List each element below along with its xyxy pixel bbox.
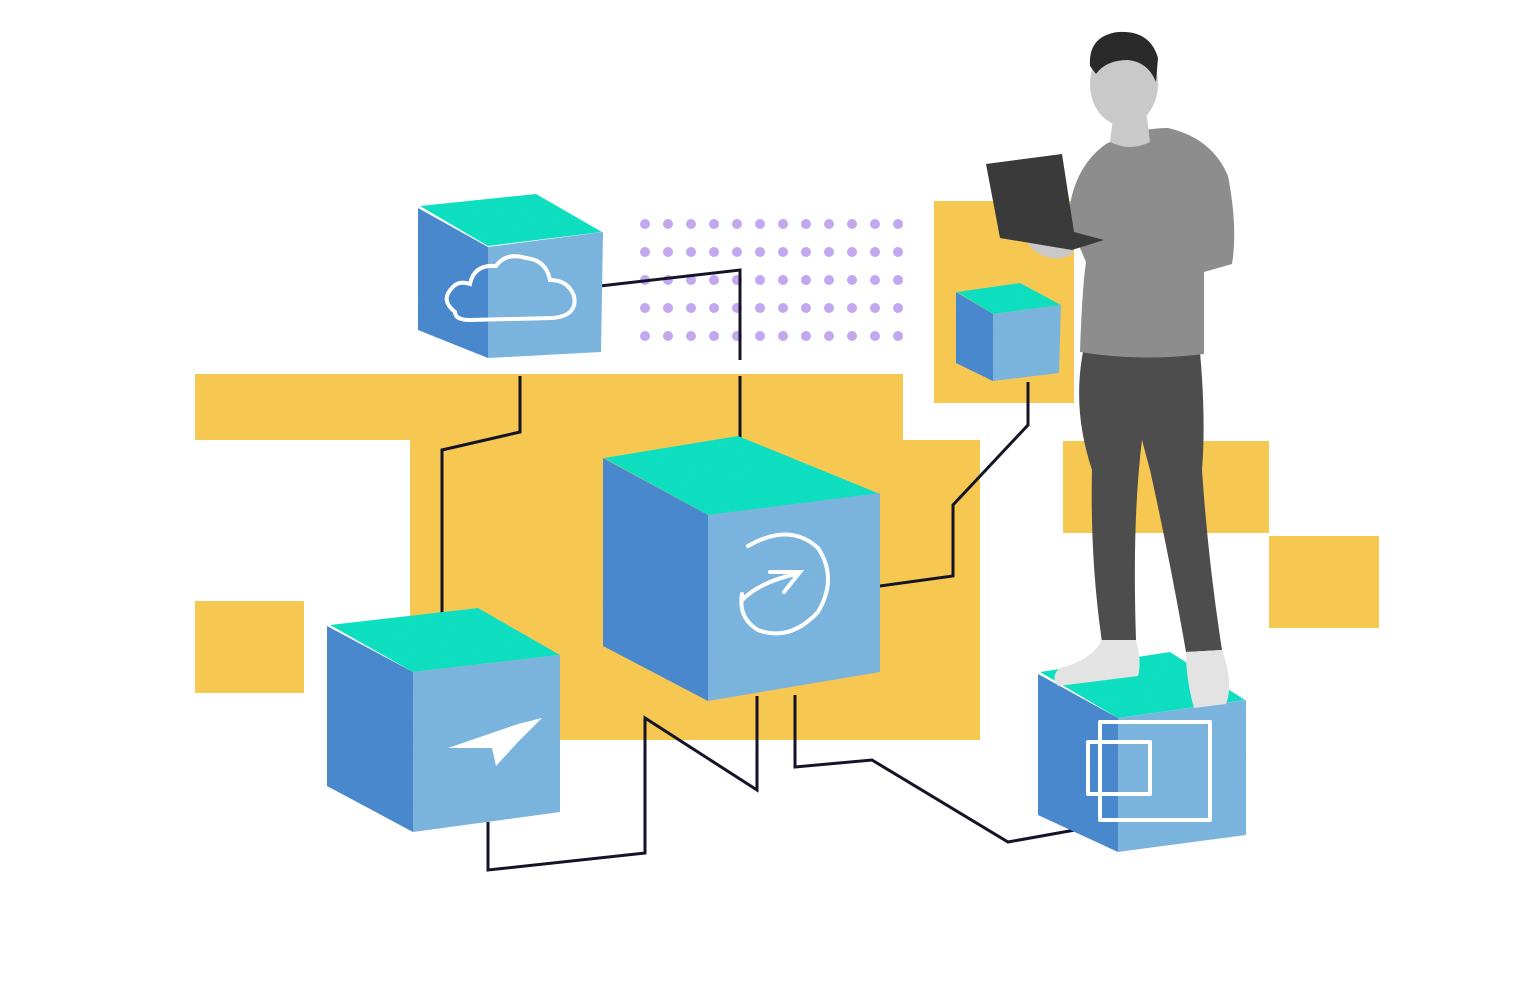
purple-dot xyxy=(640,219,650,229)
purple-dot xyxy=(778,247,788,257)
purple-dot xyxy=(847,275,857,285)
purple-dot xyxy=(755,303,765,313)
cube-square xyxy=(1038,652,1246,852)
purple-dot xyxy=(824,247,834,257)
purple-dot xyxy=(893,303,903,313)
purple-dot xyxy=(686,331,696,341)
purple-dot xyxy=(686,303,696,313)
connector-cloud-to-arrow xyxy=(440,376,522,640)
refresh-circle-icon xyxy=(739,532,830,636)
connector-center-to-small xyxy=(879,382,1030,588)
overlapping-squares-icon xyxy=(1086,720,1212,822)
shirt xyxy=(1068,128,1235,358)
cube-cloud xyxy=(418,194,603,358)
purple-dot xyxy=(801,303,811,313)
purple-dot xyxy=(640,247,650,257)
purple-dot xyxy=(663,247,673,257)
connector-arrow-to-center xyxy=(486,696,759,872)
connector-cloud-to-center xyxy=(599,268,742,360)
purple-dot xyxy=(893,219,903,229)
purple-dot xyxy=(870,303,880,313)
purple-dot xyxy=(709,275,719,285)
purple-dot xyxy=(893,275,903,285)
purple-dot xyxy=(893,247,903,257)
purple-dot xyxy=(778,275,788,285)
purple-dot xyxy=(847,247,857,257)
connector-lines xyxy=(440,268,1076,872)
purple-dot xyxy=(778,331,788,341)
purple-dot xyxy=(870,331,880,341)
purple-dot xyxy=(801,275,811,285)
purple-dot-grid xyxy=(640,219,903,341)
purple-dot xyxy=(824,275,834,285)
purple-dot xyxy=(801,331,811,341)
purple-dot xyxy=(686,219,696,229)
purple-dot xyxy=(686,247,696,257)
cube-small xyxy=(956,283,1061,381)
purple-dot xyxy=(709,331,719,341)
purple-dot xyxy=(824,331,834,341)
purple-dot xyxy=(709,219,719,229)
purple-dot xyxy=(663,331,673,341)
arrow-send-icon xyxy=(448,718,542,766)
purple-dot xyxy=(663,303,673,313)
purple-dot xyxy=(663,219,673,229)
purple-dot xyxy=(755,331,765,341)
hair xyxy=(1089,31,1158,82)
purple-dot xyxy=(847,331,857,341)
yellow-block-left-small xyxy=(195,601,304,693)
connector-center-to-square xyxy=(793,695,1076,844)
yellow-block-top-left xyxy=(195,374,903,440)
person-with-laptop xyxy=(986,31,1235,708)
purple-dot xyxy=(824,303,834,313)
purple-dot xyxy=(824,219,834,229)
cube-arrow xyxy=(327,608,560,832)
purple-dot xyxy=(870,275,880,285)
purple-dot xyxy=(755,247,765,257)
yellow-block-far-right xyxy=(1269,536,1379,628)
purple-dot xyxy=(640,303,650,313)
purple-dot xyxy=(801,219,811,229)
purple-dot xyxy=(778,219,788,229)
left-sneaker xyxy=(1054,640,1140,686)
purple-dot xyxy=(870,247,880,257)
right-sneaker xyxy=(1186,650,1230,708)
purple-dot xyxy=(640,331,650,341)
purple-dot xyxy=(801,247,811,257)
cloud-icon xyxy=(444,254,577,323)
purple-dot xyxy=(686,275,696,285)
purple-dot xyxy=(778,303,788,313)
purple-dot xyxy=(847,303,857,313)
jeans xyxy=(1079,352,1222,652)
laptop xyxy=(986,154,1104,250)
purple-dot xyxy=(709,303,719,313)
purple-dot xyxy=(709,247,719,257)
cube-center xyxy=(603,436,880,701)
purple-dot xyxy=(732,219,742,229)
purple-dot xyxy=(732,247,742,257)
purple-dot xyxy=(893,331,903,341)
purple-dot xyxy=(847,219,857,229)
purple-dot xyxy=(755,275,765,285)
purple-dot xyxy=(870,219,880,229)
purple-dot xyxy=(755,219,765,229)
